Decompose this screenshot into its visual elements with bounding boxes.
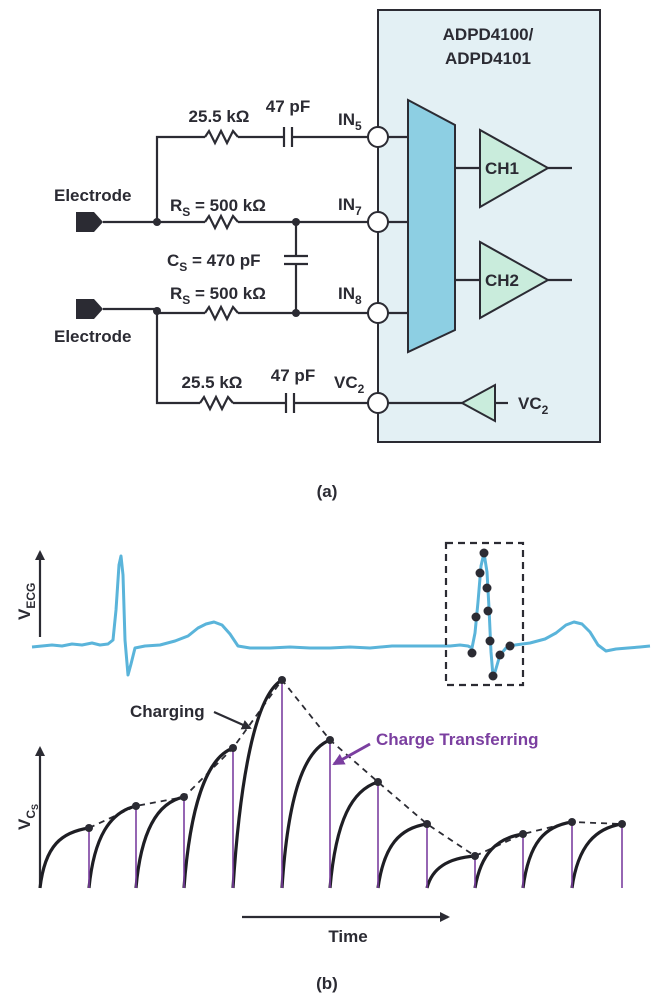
electrode-top-label: Electrode [54, 186, 131, 205]
chip-name-line2: ADPD4101 [445, 49, 531, 68]
panel-b: VECG VCS [15, 541, 651, 993]
time-label: Time [328, 927, 367, 946]
peak-points [85, 676, 626, 860]
rs-bottom-label: RS = 500 kΩ [170, 284, 266, 307]
ecg-trace [31, 551, 651, 678]
electrode-top-connector [76, 212, 103, 232]
multiplexer [407, 98, 456, 354]
rs-bottom-resistor [204, 304, 239, 322]
caption-b: (b) [316, 974, 338, 993]
pin-in8 [367, 302, 389, 324]
transfer-label: Charge Transferring [376, 730, 539, 749]
pin-in7-label: IN7 [338, 195, 362, 218]
ch1-amplifier [479, 128, 551, 209]
bottom-resistor [199, 394, 234, 412]
electrode-bottom-label: Electrode [54, 327, 131, 346]
rs-top-resistor [204, 213, 239, 231]
charging-arrow [213, 710, 252, 730]
ch2-amplifier [479, 240, 551, 320]
pin-in5-label: IN5 [338, 110, 362, 133]
top-capacitor-label: 47 pF [266, 97, 310, 116]
pin-vc2-label: VC2 [334, 373, 365, 396]
vecg-label: VECG [15, 583, 38, 620]
cs-label: CS = 470 pF [167, 251, 261, 274]
panel-a: ADPD4100/ ADPD4101 CH1 CH2 VC2 25.5 kΩ 4… [54, 9, 601, 501]
electrode-bottom-connector [76, 299, 103, 319]
pin-vc2 [367, 392, 389, 414]
bottom-capacitor-label: 47 pF [271, 366, 315, 385]
pin-in7 [367, 211, 389, 233]
transfer-lines [88, 680, 623, 888]
vcs-label: VCS [15, 804, 40, 830]
pin-in8-label: IN8 [338, 284, 362, 307]
charging-curves [38, 678, 623, 889]
vc2-buffer-label: VC2 [518, 394, 549, 417]
charging-label: Charging [130, 702, 205, 721]
top-resistor [204, 128, 239, 146]
pin-in5 [367, 126, 389, 148]
caption-a: (a) [317, 482, 338, 501]
chip-name-line1: ADPD4100/ [443, 25, 534, 44]
zoom-box [444, 541, 525, 687]
top-resistor-label: 25.5 kΩ [189, 107, 250, 126]
transfer-arrow [332, 742, 371, 766]
rs-top-label: RS = 500 kΩ [170, 196, 266, 219]
ch2-label: CH2 [485, 271, 519, 290]
ch1-label: CH1 [485, 159, 519, 178]
ecg-sample-points [467, 548, 515, 681]
bottom-resistor-label: 25.5 kΩ [182, 373, 243, 392]
